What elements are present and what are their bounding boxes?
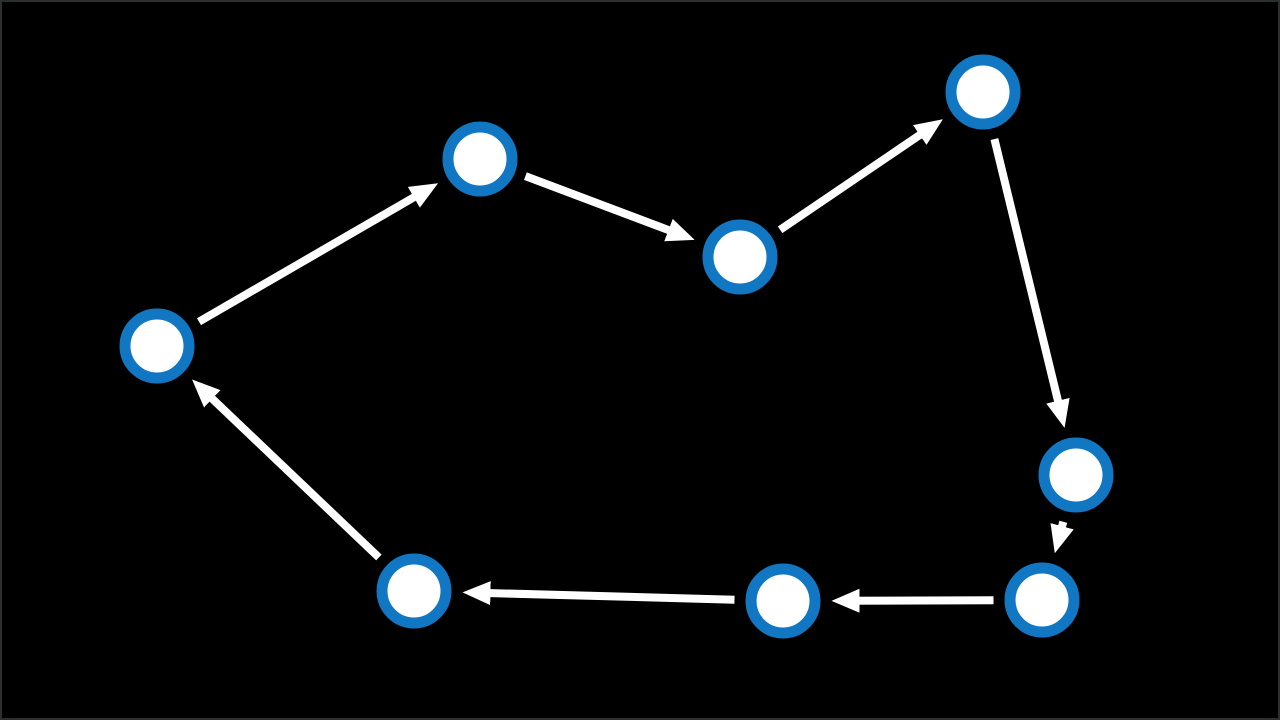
graph-node-bottom-left [376, 553, 452, 629]
node-layer [119, 54, 1114, 639]
graph-node-upper-mid [442, 121, 518, 197]
graph-node-bottom-center [745, 563, 821, 639]
graph-edge-node-center-to-node-top-right [777, 119, 943, 234]
graph-edge-node-left-to-node-upper-mid [196, 183, 439, 326]
graph-edge-node-top-right-to-node-right [990, 138, 1070, 428]
graph-node-left [119, 308, 195, 384]
graph-node-top-right [945, 54, 1021, 130]
graph-node-center [702, 219, 778, 295]
graph-node-right [1038, 437, 1114, 513]
edge-layer [192, 119, 1074, 613]
graph-edge-node-bottom-center-to-node-bottom-left [462, 581, 735, 606]
graph-edge-node-upper-mid-to-node-center [523, 172, 695, 242]
graph-edge-node-right-to-node-bottom-right [1050, 520, 1074, 554]
graph-edge-node-bottom-left-to-node-left [192, 379, 382, 561]
graph-node-bottom-right [1004, 562, 1080, 638]
graph-edge-node-bottom-right-to-node-bottom-center [831, 588, 994, 613]
